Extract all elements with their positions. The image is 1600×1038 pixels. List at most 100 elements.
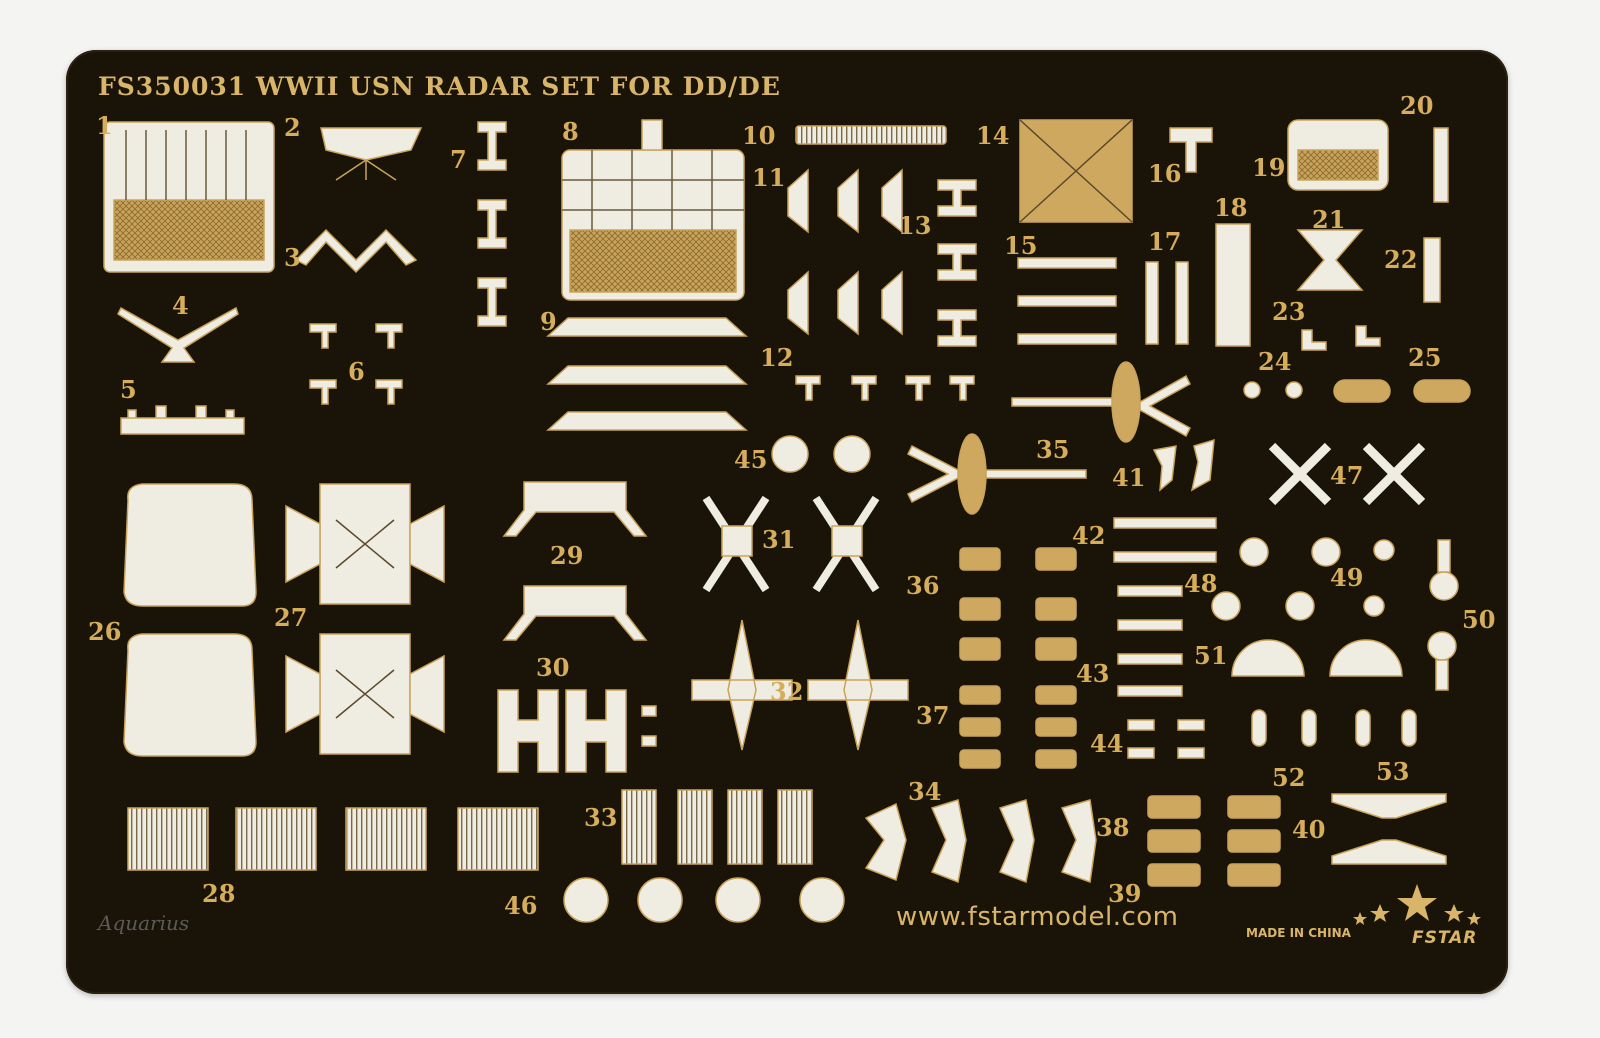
- part-number-52: 52: [1272, 763, 1306, 792]
- part-number-4: 4: [172, 291, 189, 320]
- part-number-42: 42: [1072, 521, 1106, 550]
- part-42: [1113, 517, 1217, 563]
- part-41: [1152, 438, 1215, 492]
- part-number-44: 44: [1090, 729, 1124, 758]
- part-number-14: 14: [976, 121, 1010, 150]
- part-number-35: 35: [1036, 435, 1070, 464]
- photo-etch-sheet: FS350031 WWII USN RADAR SET FOR DD/DE: [66, 50, 1508, 994]
- part-number-37: 37: [916, 701, 950, 730]
- part-number-24: 24: [1258, 347, 1292, 376]
- part-15: [1017, 257, 1117, 345]
- part-number-12: 12: [760, 343, 794, 372]
- photographer-signature: Aquarius: [98, 911, 190, 935]
- part-36: [959, 547, 1077, 661]
- part-12: [787, 270, 975, 401]
- part-number-36: 36: [906, 571, 940, 600]
- part-number-46: 46: [504, 891, 538, 920]
- part-number-38: 38: [1096, 813, 1130, 842]
- part-27: [285, 483, 445, 755]
- part-number-43: 43: [1076, 659, 1110, 688]
- part-6: [309, 323, 403, 405]
- part-31: [702, 495, 880, 593]
- part-30: [497, 689, 657, 773]
- part-4: [117, 306, 239, 363]
- part-number-27: 27: [274, 603, 308, 632]
- part-1: [103, 121, 275, 273]
- brand-logo-text: FSTAR: [1412, 928, 1478, 948]
- part-number-33: 33: [584, 803, 618, 832]
- part-19: [1287, 119, 1389, 191]
- part-37: [959, 685, 1077, 769]
- part-52: [1251, 709, 1417, 747]
- website-text: www.fstarmodel.com: [896, 902, 1179, 932]
- part-number-2: 2: [284, 113, 301, 142]
- part-14: [1019, 119, 1133, 223]
- part-number-15: 15: [1004, 231, 1038, 260]
- part-38: [1147, 795, 1281, 887]
- part-18: [1215, 223, 1251, 347]
- part-number-29: 29: [550, 541, 584, 570]
- part-34: [864, 799, 1097, 884]
- part-number-51: 51: [1194, 641, 1228, 670]
- part-number-39: 39: [1108, 879, 1142, 908]
- part-51: [1231, 639, 1403, 677]
- part-3: [294, 228, 418, 274]
- part-23: [1301, 325, 1381, 351]
- part-2: [320, 127, 423, 181]
- part-number-7: 7: [450, 145, 467, 174]
- part-25: [1333, 379, 1471, 403]
- part-10: [795, 125, 947, 145]
- part-40: [1331, 793, 1447, 865]
- part-8: [561, 119, 745, 301]
- part-number-5: 5: [120, 375, 137, 404]
- part-48: [1117, 585, 1183, 697]
- part-number-17: 17: [1148, 227, 1182, 256]
- part-46: [563, 877, 845, 923]
- part-13: [937, 179, 977, 347]
- part-number-41: 41: [1112, 463, 1146, 492]
- part-28: [127, 807, 539, 871]
- part-number-21: 21: [1312, 205, 1346, 234]
- part-number-16: 16: [1148, 159, 1182, 188]
- part-number-11: 11: [752, 163, 786, 192]
- part-number-48: 48: [1184, 569, 1218, 598]
- part-number-3: 3: [284, 243, 301, 272]
- part-number-28: 28: [202, 879, 236, 908]
- part-29: [502, 481, 648, 641]
- part-number-53: 53: [1376, 757, 1410, 786]
- made-in-text: MADE IN CHINA: [1246, 926, 1351, 940]
- part-number-32: 32: [770, 677, 804, 706]
- part-number-18: 18: [1214, 193, 1248, 222]
- part-number-19: 19: [1252, 153, 1286, 182]
- part-20: [1433, 127, 1449, 203]
- part-number-23: 23: [1272, 297, 1306, 326]
- part-7: [477, 121, 507, 327]
- sheet-title: FS350031 WWII USN RADAR SET FOR DD/DE: [98, 72, 781, 101]
- part-24: [1243, 381, 1303, 399]
- part-33: [621, 789, 813, 865]
- part-45: [771, 435, 871, 473]
- part-21: [1296, 229, 1364, 291]
- part-number-8: 8: [562, 117, 579, 146]
- part-26: [123, 483, 257, 757]
- part-number-45: 45: [734, 445, 768, 474]
- part-35: [906, 361, 1191, 515]
- part-number-26: 26: [88, 617, 122, 646]
- part-number-1: 1: [96, 111, 113, 140]
- etched-parts: [103, 119, 1471, 923]
- part-number-34: 34: [908, 777, 942, 806]
- part-number-25: 25: [1408, 343, 1442, 372]
- brand-stars-icon: [1353, 884, 1481, 925]
- part-50: [1427, 539, 1459, 691]
- part-number-6: 6: [348, 357, 365, 386]
- part-number-13: 13: [898, 211, 932, 240]
- part-22: [1423, 237, 1441, 303]
- part-number-40: 40: [1292, 815, 1326, 844]
- part-5: [120, 405, 245, 435]
- part-number-9: 9: [540, 307, 557, 336]
- part-number-30: 30: [536, 653, 570, 682]
- part-number-50: 50: [1462, 605, 1496, 634]
- part-number-31: 31: [762, 525, 796, 554]
- part-49: [1211, 537, 1395, 621]
- part-number-47: 47: [1330, 461, 1364, 490]
